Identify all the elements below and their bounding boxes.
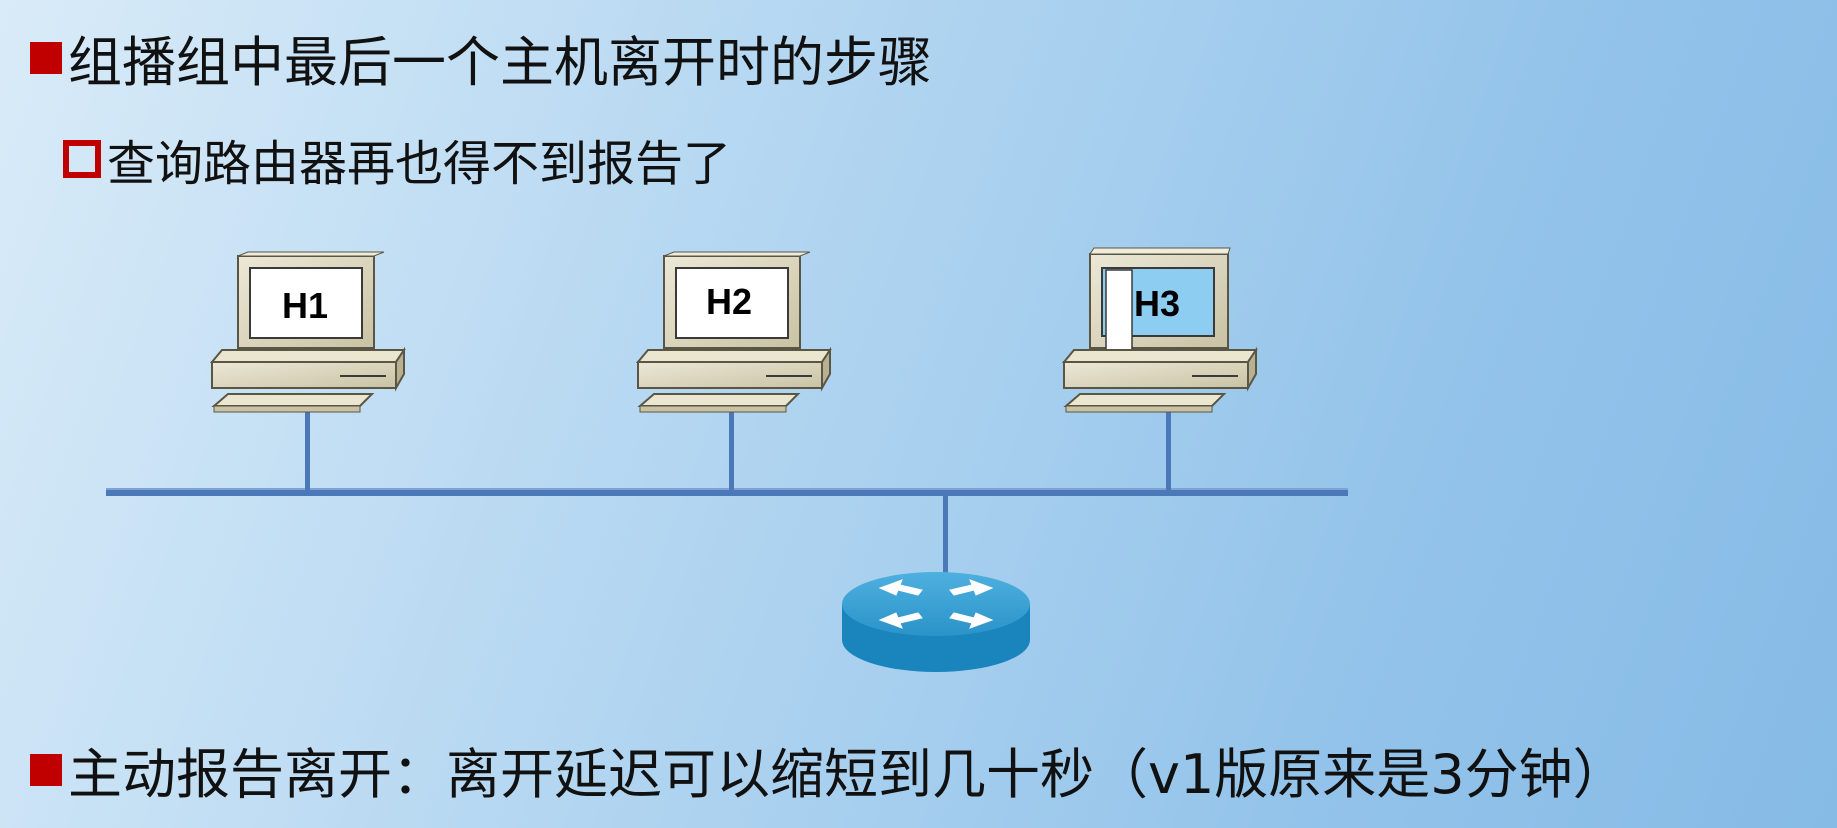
- subtitle-text: 查询路由器再也得不到报告了: [107, 136, 732, 192]
- router-drop-line: [943, 494, 948, 576]
- sub-bullet: 查询路由器再也得不到报告了: [63, 124, 731, 194]
- slide-title: 组播组中最后一个主机离开时的步骤: [30, 18, 932, 97]
- computer-icon: H1: [209, 251, 406, 413]
- host-label: H2: [706, 281, 752, 322]
- host-label: H3: [1134, 283, 1180, 324]
- router-icon: [842, 572, 1030, 672]
- computer-icon: H2: [635, 251, 832, 413]
- hollow-square-bullet-icon: [63, 140, 101, 178]
- bottom-text: 主动报告离开：离开延迟可以缩短到几十秒（v1版原来是3分钟）: [68, 743, 1627, 806]
- h2-drop-line: [729, 408, 734, 490]
- bottom-bullet: 主动报告离开：离开延迟可以缩短到几十秒（v1版原来是3分钟）: [30, 730, 1627, 809]
- network-bus-line: [106, 488, 1348, 496]
- host-label: H1: [282, 285, 328, 326]
- h1-drop-line: [305, 408, 310, 490]
- h3-drop-line: [1166, 408, 1171, 490]
- computer-icon: H3: [1061, 247, 1258, 413]
- red-square-bullet-icon: [30, 41, 62, 74]
- red-square-bullet-icon: [30, 753, 62, 786]
- title-text: 组播组中最后一个主机离开时的步骤: [68, 31, 932, 94]
